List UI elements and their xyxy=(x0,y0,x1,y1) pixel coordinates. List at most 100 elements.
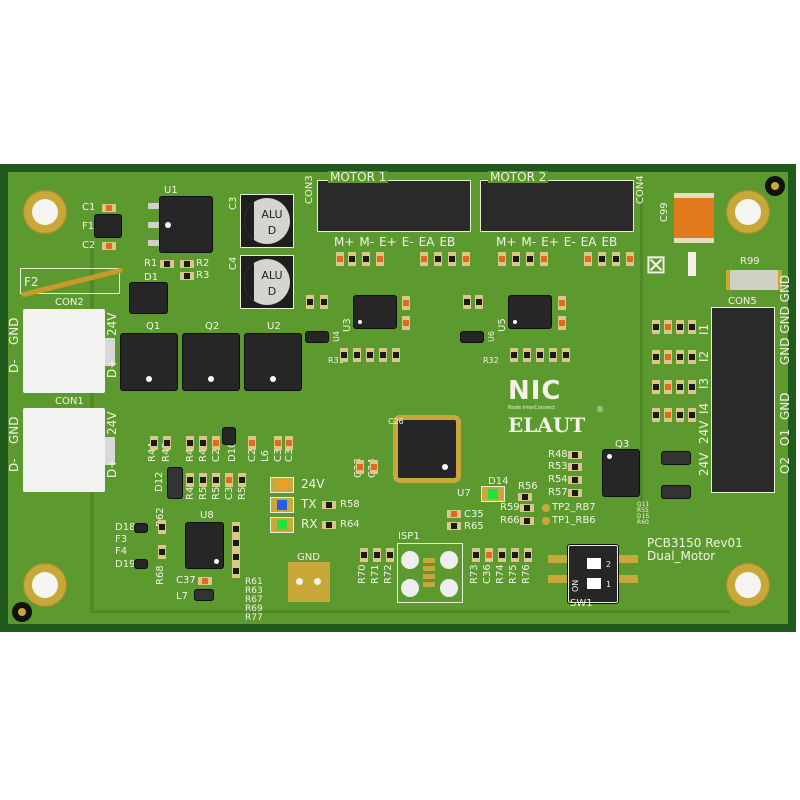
r64-resistor xyxy=(322,521,336,529)
con5-io-connector xyxy=(711,307,775,493)
u2-label: U2 xyxy=(267,321,281,332)
q2-transistor xyxy=(183,334,239,390)
con5-i4-label: I4 xyxy=(697,402,711,414)
f4-label: F4 xyxy=(115,546,128,557)
l6-label: L6 xyxy=(260,450,271,462)
pin-label: M+ xyxy=(334,235,355,249)
con5-24v-label: 24V xyxy=(697,420,711,444)
r60-label: R60 xyxy=(637,519,649,526)
isp1-programming-header[interactable] xyxy=(397,543,463,603)
pin-label: M- xyxy=(521,235,537,249)
smd-resistor xyxy=(524,548,532,562)
smd-resistor xyxy=(353,348,361,362)
smd-resistor xyxy=(232,536,240,550)
smd-resistor xyxy=(232,564,240,578)
con4-motor2-connector xyxy=(480,180,634,232)
smd-resistor xyxy=(232,522,240,536)
smd-resistor xyxy=(652,380,660,394)
r1-resistor xyxy=(160,260,174,268)
led-tx-lens xyxy=(277,500,287,510)
smd-resistor xyxy=(652,350,660,364)
con5-gnd-label: GND xyxy=(778,392,792,420)
u1-label: U1 xyxy=(164,185,178,196)
smd-resistor xyxy=(212,473,220,487)
r66-label: R66 xyxy=(500,515,520,526)
d18-diode xyxy=(135,524,147,532)
q1-label: Q1 xyxy=(146,321,161,332)
weee-bar xyxy=(688,252,696,276)
c4-marking-line2: D xyxy=(267,285,277,298)
smd-resistor xyxy=(549,348,557,362)
r2-label: R2 xyxy=(196,258,210,269)
r55-label: R55 xyxy=(637,507,649,514)
led-24v-lens xyxy=(277,480,287,490)
c3-marking-line1: ALU xyxy=(261,208,283,221)
u4-label: U4 xyxy=(332,331,341,342)
con2-d-minus-label: D- xyxy=(7,359,21,373)
d1-label: D1 xyxy=(144,272,159,283)
c37-capacitor xyxy=(198,577,212,585)
c3-marking-line2: D xyxy=(267,224,277,237)
smd-resistor xyxy=(676,380,684,394)
u4-chip xyxy=(306,332,328,342)
c3-label: C3 xyxy=(228,196,239,210)
r53-label: R53 xyxy=(548,461,568,472)
c99-label: C99 xyxy=(659,202,670,222)
smd-capacitor xyxy=(285,436,293,450)
smd-capacitor xyxy=(485,548,493,562)
d14-label: D14 xyxy=(488,476,509,487)
trace xyxy=(90,610,730,613)
smd-resistor xyxy=(379,348,387,362)
r54-resistor xyxy=(568,476,582,484)
dip-switch-1[interactable] xyxy=(587,578,601,589)
smd-resistor xyxy=(158,545,166,559)
u1-regulator xyxy=(160,197,212,252)
sw-1-label: 1 xyxy=(606,580,612,589)
r73-label: R73 xyxy=(469,564,480,584)
smd-resistor xyxy=(306,295,314,309)
smd-capacitor xyxy=(420,252,428,266)
led-d14 xyxy=(481,486,505,502)
con1-label: CON1 xyxy=(55,396,84,407)
c2-label: C2 xyxy=(82,240,96,251)
u3-motor-driver xyxy=(354,296,396,328)
soldermask xyxy=(8,172,788,624)
smd-resistor xyxy=(688,380,696,394)
smd-resistor xyxy=(348,252,356,266)
smd-resistor xyxy=(199,473,207,487)
u7-label: U7 xyxy=(457,488,471,499)
resistor-array xyxy=(662,486,690,498)
led-rx-lens xyxy=(277,520,287,530)
r61-label: R61 xyxy=(245,577,263,587)
smd-resistor xyxy=(434,252,442,266)
sw1-dip-switch[interactable]: ON 2 1 xyxy=(568,545,618,603)
r66-resistor xyxy=(520,517,534,525)
mounting-hole xyxy=(726,190,770,234)
d15-label: D15 xyxy=(637,513,650,520)
smd-resistor xyxy=(238,473,246,487)
con5-label: CON5 xyxy=(728,296,757,307)
smd-capacitor xyxy=(584,252,592,266)
r76-label: R76 xyxy=(521,564,532,584)
u3-label: U3 xyxy=(342,318,353,332)
elaut-logo: ELAUT xyxy=(508,413,586,437)
gnd-testpoint-pad xyxy=(288,562,330,602)
dip-switch-2[interactable] xyxy=(587,558,601,569)
con2-power-connector xyxy=(23,309,105,393)
led-rx-label: RX xyxy=(301,517,318,531)
smd-resistor xyxy=(652,320,660,334)
pin-label: M- xyxy=(359,235,375,249)
led-tx-label: TX xyxy=(301,497,317,511)
smd-resistor xyxy=(652,408,660,422)
smd-capacitor xyxy=(664,350,672,364)
r57-resistor xyxy=(568,489,582,497)
u8-label: U8 xyxy=(200,510,214,521)
pin-label: M+ xyxy=(496,235,517,249)
motor2-label: MOTOR 2 xyxy=(488,170,549,184)
resistor-array xyxy=(662,452,690,464)
c4-label: C4 xyxy=(228,256,239,270)
smd-resistor xyxy=(676,408,684,422)
smd-capacitor xyxy=(370,460,378,474)
